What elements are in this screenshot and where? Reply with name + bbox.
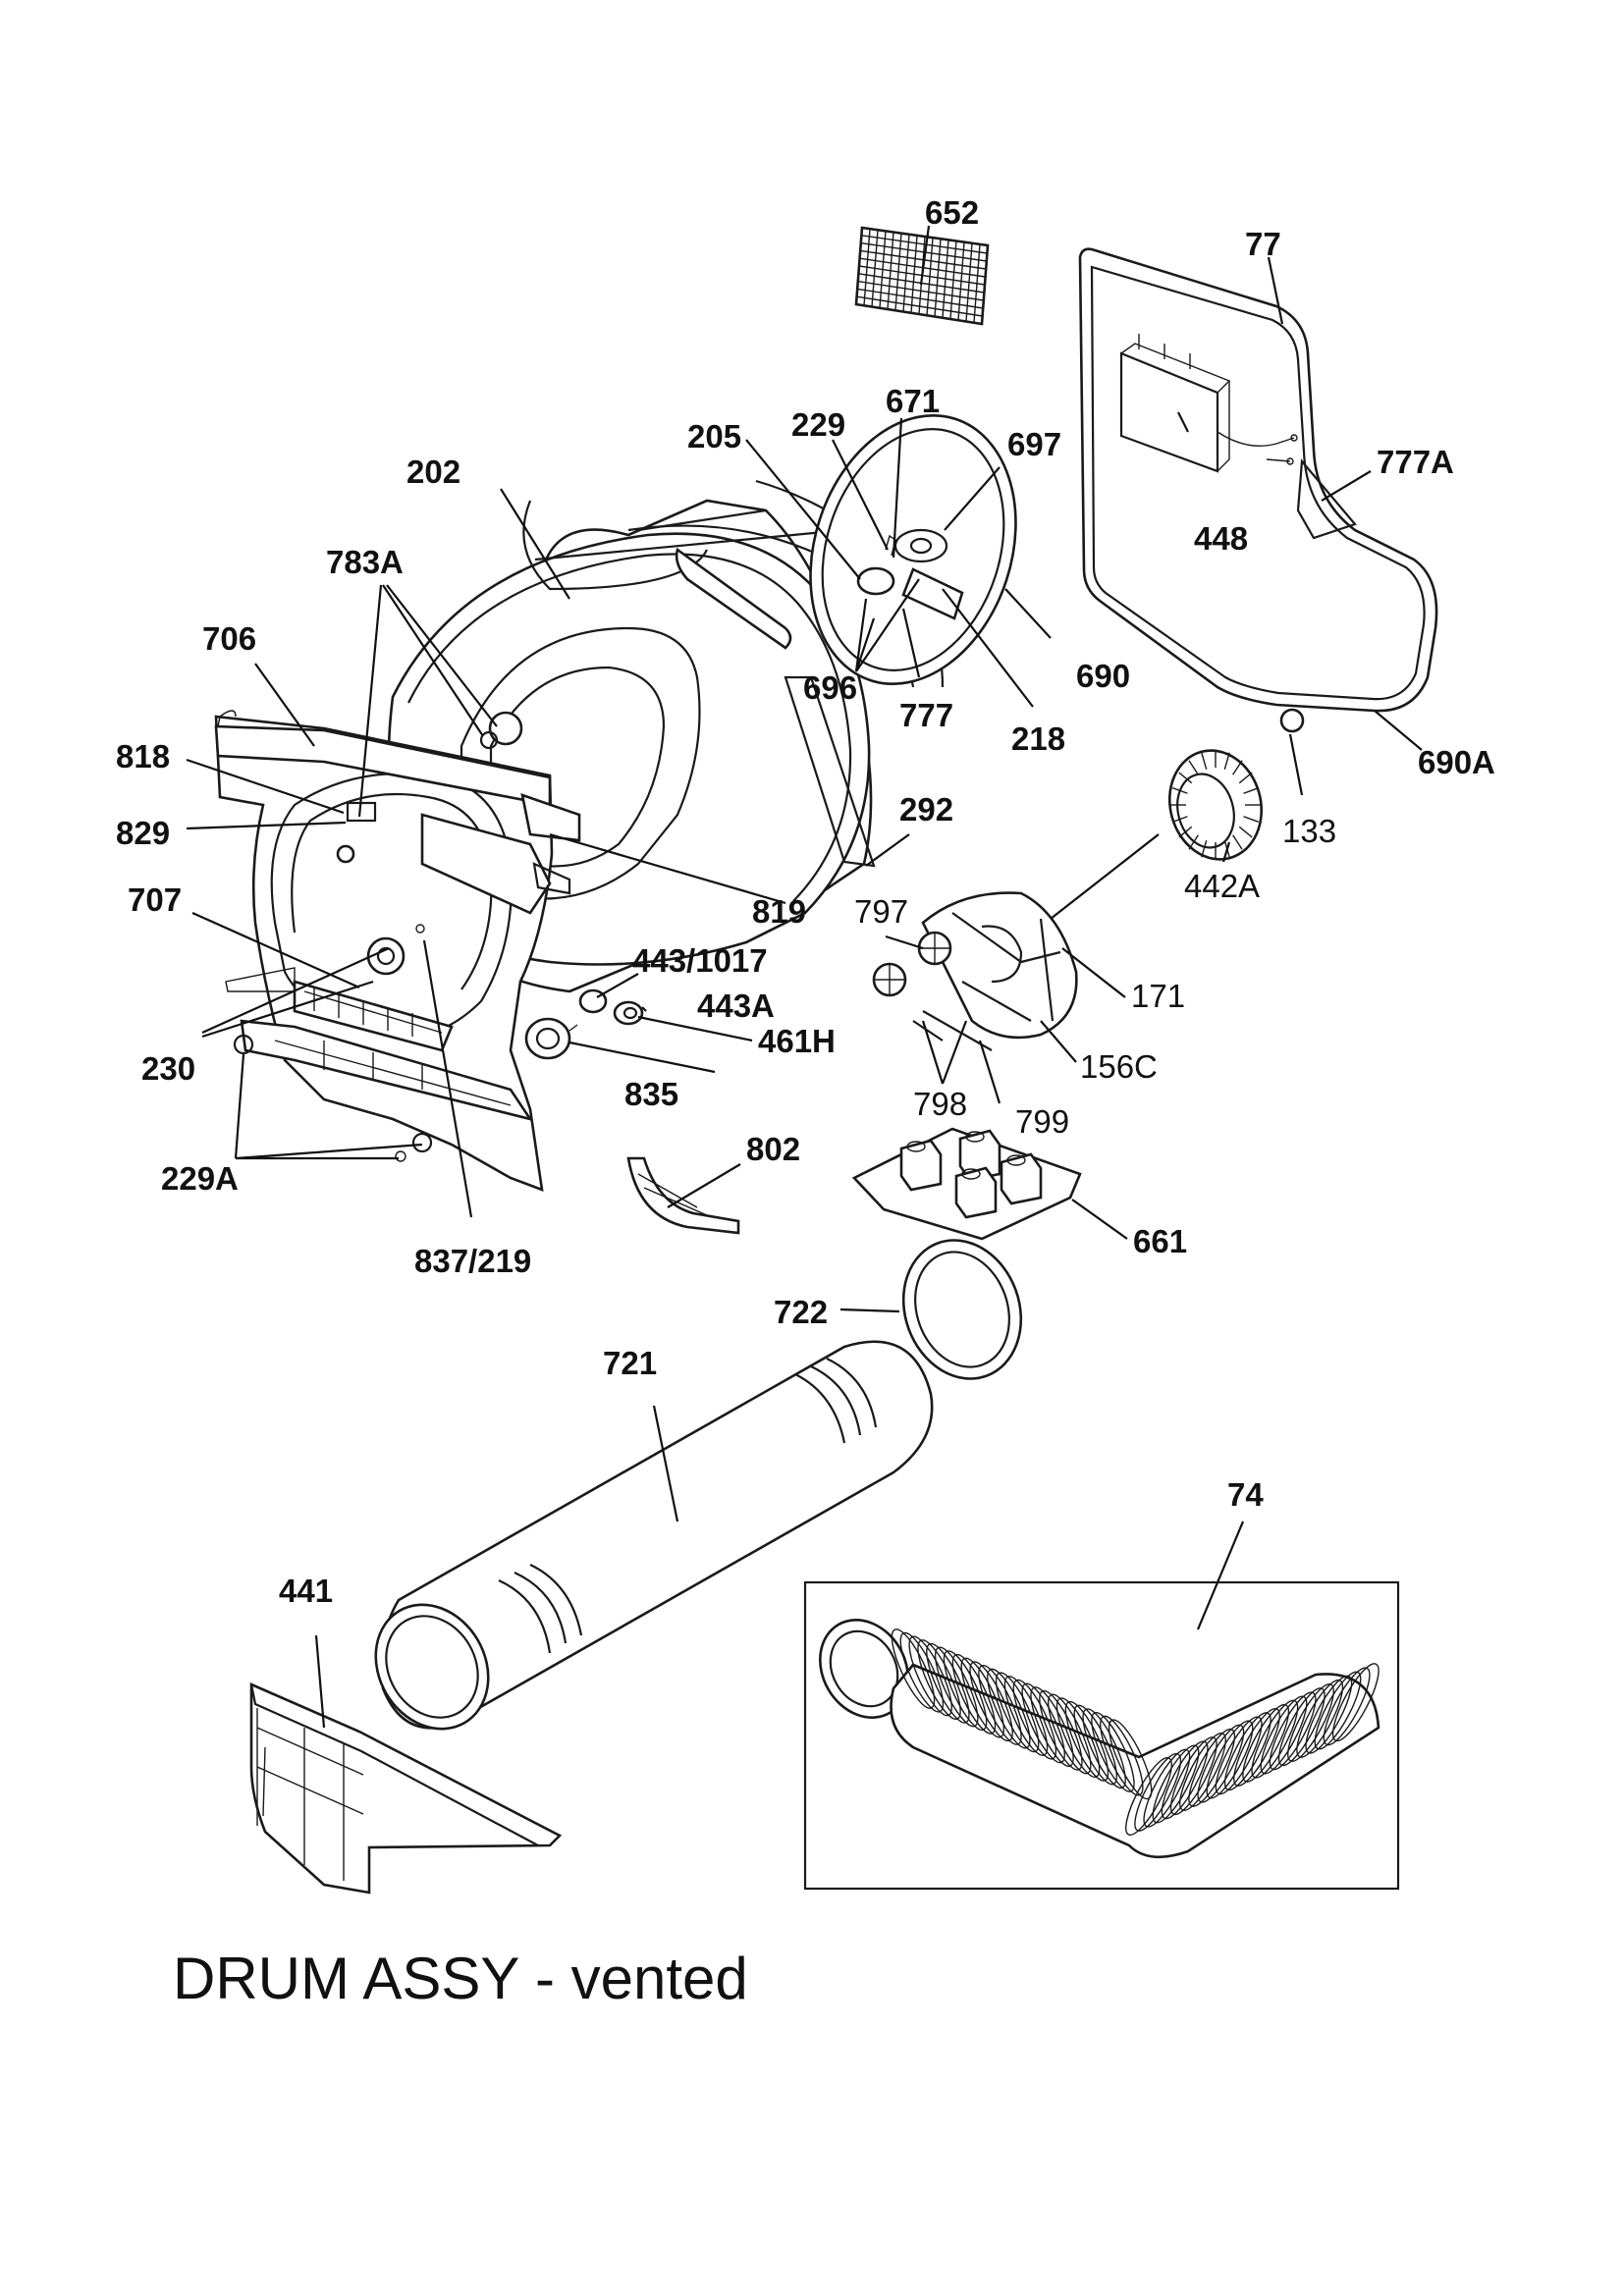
label-835: 835 [624,1076,678,1112]
label-218: 218 [1011,721,1065,757]
label-461H: 461H [758,1023,836,1059]
front-bulkhead-706 [214,710,581,1192]
label-799: 799 [1015,1103,1069,1140]
label-837-219: 837/219 [414,1243,531,1279]
label-697: 697 [1007,426,1061,462]
label-443A: 443A [697,988,775,1024]
label-798: 798 [913,1086,967,1122]
label-818: 818 [116,738,170,774]
belt-292 [784,675,876,868]
label-819: 819 [752,893,806,930]
label-443-1017: 443/1017 [632,942,768,979]
label-777A: 777A [1377,444,1454,480]
knob-133 [1279,708,1305,733]
fan-wheel-442A [1167,749,1264,861]
duct-tube-721 [374,1340,934,1731]
label-292: 292 [899,791,953,828]
ring-722 [901,1239,1023,1380]
hose-kit-74 [803,1580,1400,1891]
label-171: 171 [1131,978,1185,1014]
base-plate-661 [851,1127,1082,1241]
label-690A: 690A [1418,744,1495,780]
label-442A: 442A [1184,868,1260,904]
label-706: 706 [202,620,256,657]
label-652: 652 [925,194,979,231]
label-802: 802 [746,1131,800,1167]
label-133: 133 [1282,813,1336,849]
part-labels: 652 77 671 205 229 697 202 777A 448 783A… [116,194,1495,1609]
leader-lines [186,225,1423,1729]
label-448: 448 [1194,520,1248,557]
label-690: 690 [1076,658,1130,694]
wall-bracket-441 [249,1682,563,1895]
label-722: 722 [774,1294,828,1330]
label-721: 721 [603,1345,657,1381]
label-205: 205 [687,418,741,454]
label-671: 671 [886,383,940,419]
pulley-assembly [524,988,644,1060]
label-797: 797 [854,893,908,930]
label-229A: 229A [161,1160,239,1197]
element-448 [1119,334,1298,473]
rear-panel-77 [1078,247,1438,713]
label-777: 777 [899,697,953,733]
label-696: 696 [803,669,857,706]
label-783A: 783A [326,544,404,580]
bracket-802 [626,1156,740,1235]
label-229: 229 [791,406,845,443]
label-77: 77 [1245,226,1281,262]
label-829: 829 [116,815,170,851]
label-441: 441 [279,1573,333,1609]
motor-171 [872,833,1160,1051]
label-202: 202 [406,454,460,490]
label-707: 707 [128,881,182,918]
label-74: 74 [1227,1476,1264,1513]
label-156C: 156C [1080,1048,1158,1085]
label-661: 661 [1133,1223,1187,1259]
diagram-title: DRUM ASSY - vented [173,1946,748,2011]
label-230: 230 [141,1050,195,1087]
